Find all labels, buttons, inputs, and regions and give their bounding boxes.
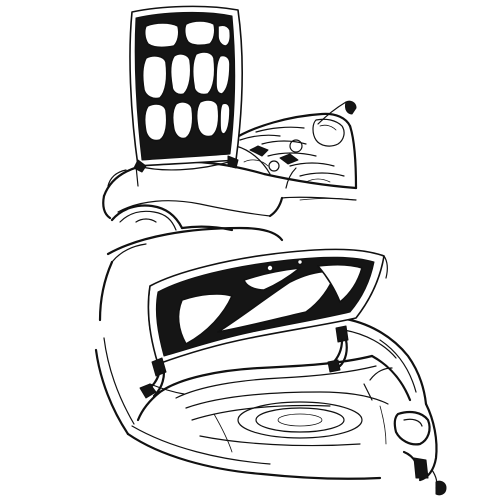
raised-bonnet bbox=[129, 5, 244, 187]
boot-hinges bbox=[139, 325, 349, 399]
rear-car-body bbox=[94, 226, 428, 480]
engine-bay bbox=[230, 100, 358, 190]
rear-lamp-and-bumper bbox=[393, 402, 447, 496]
boot-floor bbox=[185, 367, 393, 453]
boot-lid-view bbox=[94, 226, 447, 496]
front-bonnet-view bbox=[102, 5, 358, 232]
raised-boot-lid bbox=[147, 248, 388, 365]
bonnet-stiffener-ribs bbox=[141, 20, 232, 142]
